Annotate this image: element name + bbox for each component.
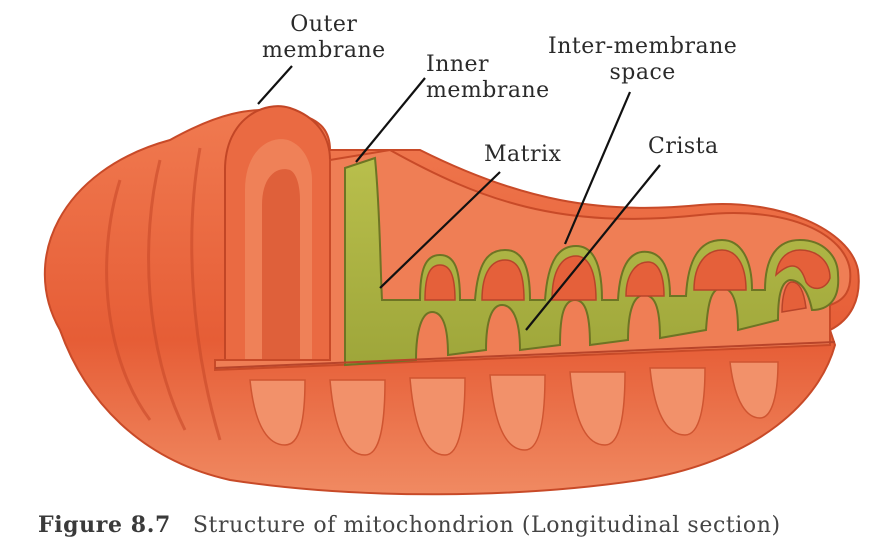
label-inner-line1: Inner [426,52,490,77]
crista-folds [424,249,831,313]
label-ims-line1: Inter-membrane [548,34,738,59]
label-outer-line2: membrane [262,38,386,63]
matrix-region [344,156,840,367]
pointer-intermembrane-space [563,91,632,245]
pointer-inner-membrane [355,77,426,163]
label-ims-line2: space [609,60,676,85]
pointer-lines [257,65,661,331]
outer-membrane-folds [105,147,222,441]
pointer-outer-membrane [257,65,293,105]
label-matrix: Matrix [484,142,562,167]
label-crista: Crista [648,134,719,159]
caption-text: Structure of mitochondrion (Longitudinal… [192,513,781,538]
pointer-matrix [379,171,501,289]
figure-number: Figure 8.7 [38,512,171,538]
label-outer-line1: Outer [290,12,358,37]
cut-edge [214,341,836,369]
label-outer-membrane: Outer membrane [262,12,386,64]
lower-cristae [249,361,779,456]
label-intermembrane-space: Inter-membrane space [548,34,737,86]
pointer-crista [525,164,661,331]
label-inner-membrane: Inner membrane [426,52,550,104]
figure-caption: Figure 8.7 Structure of mitochondrion (Lo… [38,512,781,538]
label-inner-line2: membrane [426,78,550,103]
